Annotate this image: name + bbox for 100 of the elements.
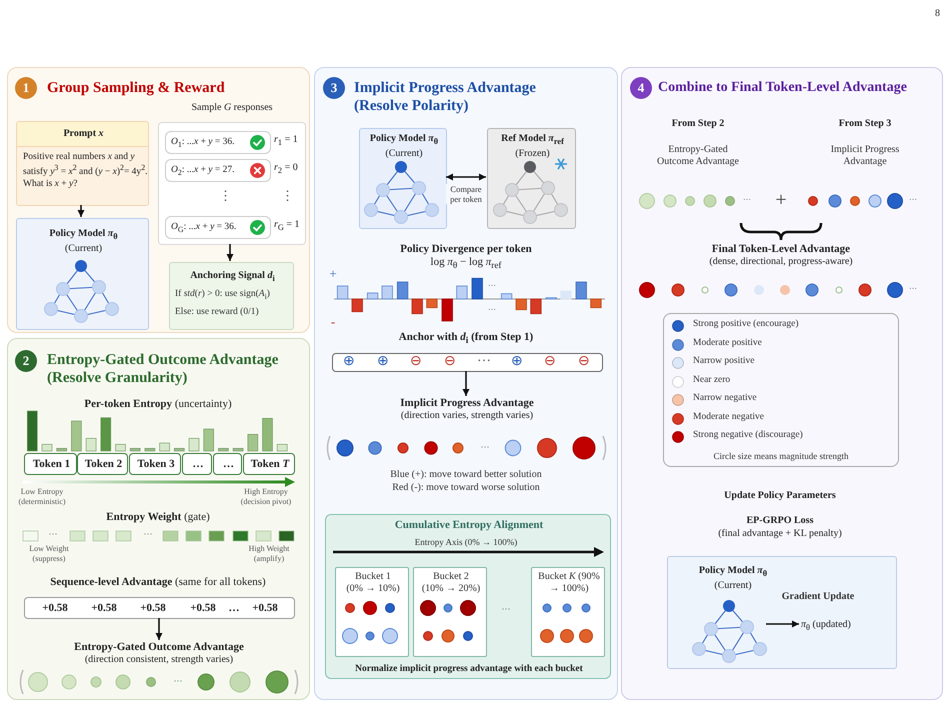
step-badge <box>323 77 345 99</box>
legend-note: Circle size means magnitude strength <box>712 451 850 462</box>
box-subtitle: (Current) <box>713 580 753 592</box>
token-box <box>77 453 128 475</box>
ellipsis: ⋮ <box>219 188 229 204</box>
panel-title: Implicit Progress Advantage (Resolve Polarity) <box>354 79 537 115</box>
value-strip <box>24 597 295 619</box>
token-label: Token 2 <box>84 458 124 472</box>
chart-title: Sequence-level Advantage (same for all tokens) <box>49 576 267 590</box>
sign-symbol: ⊖ <box>577 354 591 371</box>
signal-box <box>169 262 294 330</box>
chart-title: Anchor with d$_{i}$ (from Step 1) <box>398 331 534 346</box>
panel-title: Entropy-Gated Outcome Advantage (Resolve Granularity) <box>47 351 280 387</box>
response-row <box>165 159 271 182</box>
response-row <box>165 131 271 154</box>
token-box <box>243 453 295 475</box>
bucket-label: Bucket 2 (10% → 20%) <box>420 571 482 595</box>
ellipsis: ··· <box>172 676 184 687</box>
ellipsis: ··· <box>742 195 752 205</box>
model-box <box>667 556 897 669</box>
box-subtitle: (Current) <box>64 243 104 255</box>
arrow <box>226 244 234 261</box>
value-text: +0.58 <box>251 602 279 616</box>
step-number: 1 <box>22 80 30 96</box>
ellipsis: ··· <box>908 195 918 205</box>
section-heading: EP-GRPO Loss <box>746 515 814 527</box>
axis-note: Low Entropy (deterministic) <box>17 487 67 506</box>
ellipsis: ··· <box>480 442 490 453</box>
step-number: 2 <box>22 353 30 369</box>
ellipsis: ··· <box>487 305 497 315</box>
response-text: O$_{G}$: ...x + y = 36. <box>171 222 238 234</box>
step-badge <box>15 350 37 372</box>
token-box <box>182 453 212 475</box>
panel-heading: Sample G responses <box>190 102 274 114</box>
column-heading: From Step 2 <box>670 118 726 130</box>
column-text: Implicit Progress Advantage <box>830 144 900 168</box>
rule-text: Else: use reward (0/1) <box>175 307 260 318</box>
sign-symbol: ⊖ <box>543 354 557 371</box>
body-text: Positive real numbers x and y satisfy y$^{3}$ = x$^{2}$ and (y − x)$^{2}$= 4y$^{2}$. What is x + y? <box>23 152 148 190</box>
sign-label: + <box>328 266 338 282</box>
model-box <box>16 218 149 330</box>
token-label: Token T <box>250 458 290 472</box>
section-heading: Update Policy Parameters <box>723 490 837 502</box>
section-subtitle: (final advantage + KL penalty) <box>717 528 843 540</box>
token-box <box>129 453 181 475</box>
chart-title: Policy Divergence per token <box>399 243 533 256</box>
sign-symbol: ⊖ <box>409 354 423 371</box>
note-text: Normalize implicit progress advantage with each bucket <box>354 664 584 676</box>
axis-label: Entropy Axis (0% → 100%) <box>414 537 518 548</box>
token-label: Token 3 <box>136 458 176 472</box>
token-label: … <box>222 458 235 472</box>
axis-note: High Weight (amplify) <box>248 544 290 564</box>
prompt-box <box>16 121 149 206</box>
response-text: O$_{1}$: ...x + y = 36. <box>171 137 236 150</box>
column-text: Entropy-Gated Outcome Advantage <box>656 144 740 168</box>
reward-label: r$_{2}$ = 0 <box>274 162 299 176</box>
response-text: O$_{2}$: ...x + y = 27. <box>171 165 236 178</box>
sign-symbol: ⊕ <box>510 354 524 371</box>
value-text: +0.58 <box>139 602 167 616</box>
value-text: +0.58 <box>189 602 217 616</box>
alignment-panel <box>325 514 611 679</box>
chart-title: Per-token Entropy (uncertainty) <box>83 398 233 412</box>
value-text: +0.58 <box>90 602 118 616</box>
bucket-label: Bucket K (90% → 100%) <box>537 571 601 595</box>
panel-title: Combine to Final Token-Level Advantage <box>658 80 908 97</box>
result-subtitle: (direction varies, strength varies) <box>400 410 534 422</box>
sign-label: - <box>330 314 336 330</box>
ellipsis: ··· <box>487 281 497 291</box>
step-number: 3 <box>330 80 338 96</box>
axis-note: Low Weight (suppress) <box>28 544 70 564</box>
box-heading: Anchoring Signal d$_{i}$ <box>189 270 276 284</box>
box-subtitle: (Current) <box>384 148 424 160</box>
arrow <box>156 618 162 640</box>
box-heading: Policy Model π$_{θ}$ <box>48 228 119 242</box>
legend-label: Narrow positive <box>693 356 754 368</box>
ellipsis: ⋮ <box>281 188 291 204</box>
result-heading: Entropy-Gated Outcome Advantage <box>73 641 245 654</box>
value-text: +0.58 <box>41 602 69 616</box>
ellipsis: ··· <box>908 284 918 294</box>
arrow <box>462 371 470 396</box>
chart-title: Final Token-Level Advantage <box>710 243 852 256</box>
result-subtitle: (direction consistent, strength varies) <box>84 654 234 666</box>
panel-heading: Cumulative Entropy Alignment <box>394 519 544 532</box>
ellipsis: ··· <box>500 604 512 615</box>
step-panel <box>7 338 310 700</box>
step-panel <box>314 67 618 700</box>
formula-text: log π$_{θ}$ − log π$_{ref}$ <box>430 256 502 272</box>
output-label: π$_{θ}$ (updated) <box>801 619 852 633</box>
column-heading: From Step 3 <box>838 118 892 130</box>
ellipsis: ··· <box>142 529 154 540</box>
token-label: Token 1 <box>32 458 72 472</box>
arrow <box>766 620 799 628</box>
box-heading: Policy Model π$_{θ}$ <box>698 565 768 579</box>
legend-label: Moderate negative <box>693 412 764 423</box>
legend-label: Near zero <box>693 374 730 386</box>
page-number: 8 <box>934 8 940 20</box>
box-subtitle: (Frozen) <box>514 148 551 160</box>
arrow <box>446 174 486 180</box>
bucket-label: Bucket 1 (0% → 10%) <box>345 571 401 595</box>
rule-text: If std(r) > 0: use sign(A$_{i}$) <box>175 289 271 302</box>
